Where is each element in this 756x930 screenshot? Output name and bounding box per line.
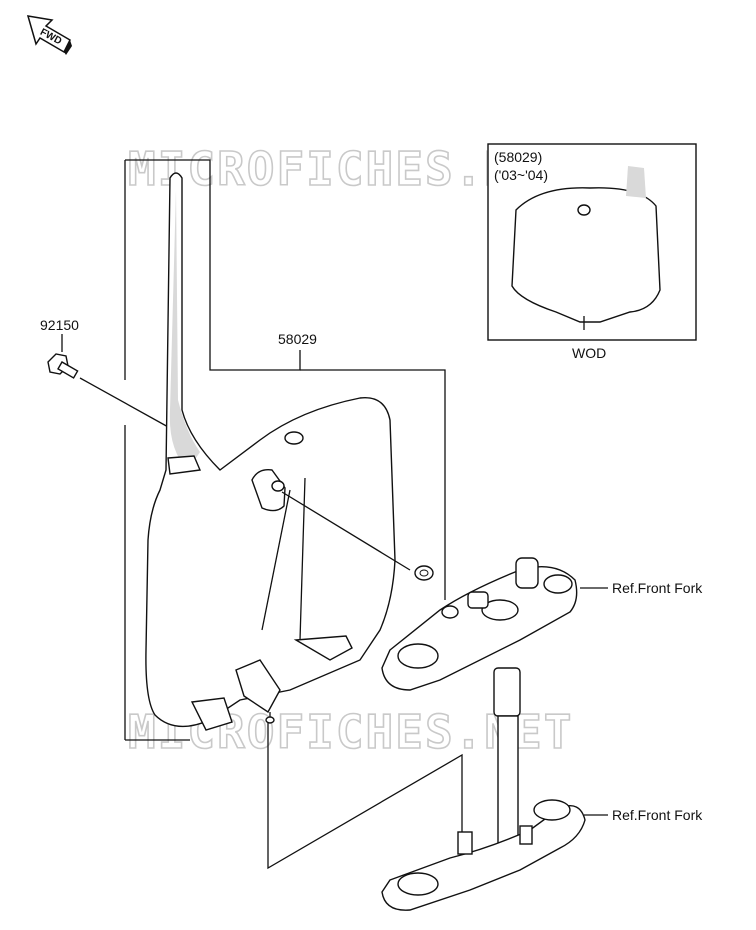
leader-frame — [124, 159, 463, 870]
ref-front-fork-upper: Ref.Front Fork — [612, 580, 703, 596]
steering-stem-lower-clamp — [381, 667, 586, 911]
bolt-92150 — [47, 353, 171, 429]
inset-box-wod — [487, 143, 697, 341]
fwd-arrow-icon: FWD — [26, 15, 72, 55]
upper-triple-clamp — [381, 557, 578, 691]
ref-front-fork-lower: Ref.Front Fork — [612, 807, 703, 823]
inset-caption: WOD — [572, 345, 606, 361]
inset-years: ('03~'04) — [494, 167, 548, 183]
number-plate-58029 — [145, 172, 434, 731]
part-number-58029: 58029 — [278, 331, 317, 347]
inset-part-number: (58029) — [494, 149, 542, 165]
part-number-92150: 92150 — [40, 317, 79, 333]
